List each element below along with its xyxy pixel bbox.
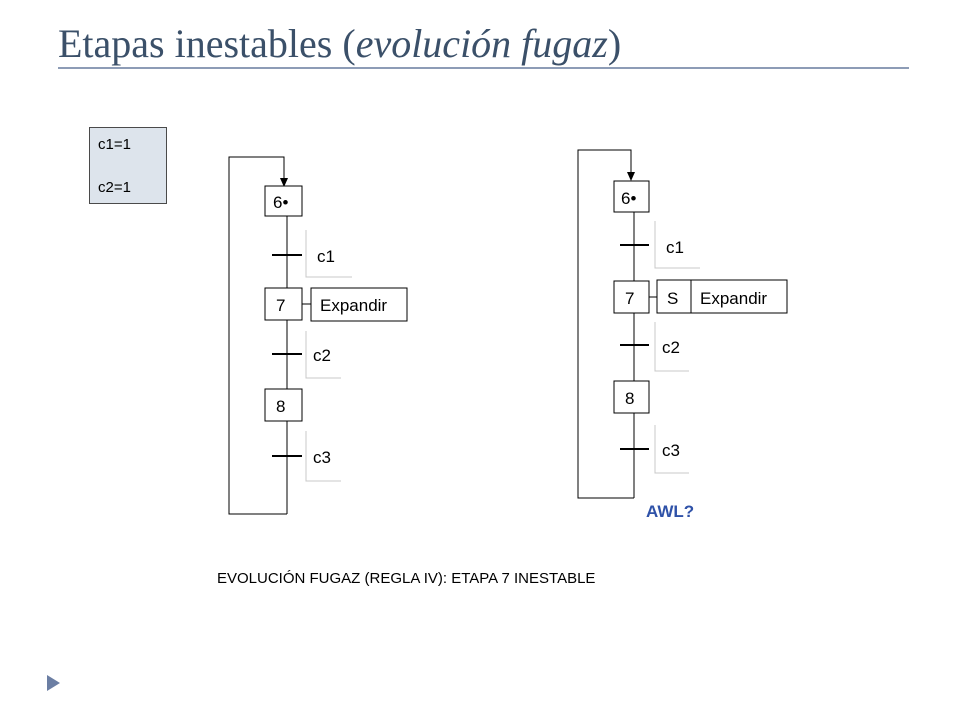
right-action-qualifier-label: S <box>667 289 678 308</box>
left-step-6 <box>264 185 303 217</box>
right-step-6-label: 6• <box>621 189 636 208</box>
right-step-7 <box>613 280 650 314</box>
awl-note: AWL? <box>646 502 695 521</box>
left-transition-c2-label: c2 <box>313 346 331 365</box>
left-step-7 <box>264 287 303 321</box>
title-underline <box>58 67 909 69</box>
left-grafcet-text: 6• 7 8 c1 c2 c3 Expandir <box>273 193 387 467</box>
conditions-box: c1=1 c2=1 <box>89 127 167 204</box>
left-transition-c1-label: c1 <box>317 247 335 266</box>
right-action-qualifier-box <box>656 279 692 314</box>
title-close: ) <box>607 21 622 66</box>
left-action-box <box>310 287 408 322</box>
right-grafcet <box>577 149 788 499</box>
right-transition-c3-label: c3 <box>662 441 680 460</box>
left-step-6-label: 6• <box>273 193 288 212</box>
nav-triangle-icon <box>47 675 60 691</box>
left-grafcet <box>228 156 408 515</box>
right-transition-c1-label: c1 <box>666 238 684 257</box>
right-c3-frame <box>654 425 689 474</box>
right-c2-frame <box>654 322 689 372</box>
right-loop-arrow <box>627 172 635 181</box>
condition-c2: c2=1 <box>98 179 131 196</box>
left-c1-frame <box>305 230 352 278</box>
left-action-label: Expandir <box>320 296 387 315</box>
left-c2-frame <box>305 331 341 379</box>
caption: EVOLUCIÓN FUGAZ (REGLA IV): ETAPA 7 INES… <box>217 570 596 587</box>
right-step-6 <box>613 180 650 213</box>
left-transition-c3-label: c3 <box>313 448 331 467</box>
right-loop-line <box>577 149 634 499</box>
right-transition-c2-label: c2 <box>662 338 680 357</box>
left-step-7-label: 7 <box>276 296 285 315</box>
right-action-box <box>690 279 788 314</box>
left-loop-line <box>228 156 287 515</box>
title-italic: evolución fugaz <box>355 21 608 66</box>
title-main: Etapas inestables ( <box>58 21 356 66</box>
condition-c1: c1=1 <box>98 136 131 153</box>
page-title: Etapas inestables (evolución fugaz) <box>58 20 621 67</box>
right-action-label: Expandir <box>700 289 767 308</box>
left-step-8 <box>264 388 303 422</box>
right-step-8-label: 8 <box>625 389 634 408</box>
right-grafcet-text: 6• 7 8 c1 c2 c3 S Expandir <box>621 189 767 460</box>
left-step-8-label: 8 <box>276 397 285 416</box>
right-step-7-label: 7 <box>625 289 634 308</box>
left-loop-arrow <box>280 178 288 187</box>
left-c3-frame <box>305 431 341 482</box>
right-step-8 <box>613 380 650 414</box>
right-c1-frame <box>654 221 700 269</box>
